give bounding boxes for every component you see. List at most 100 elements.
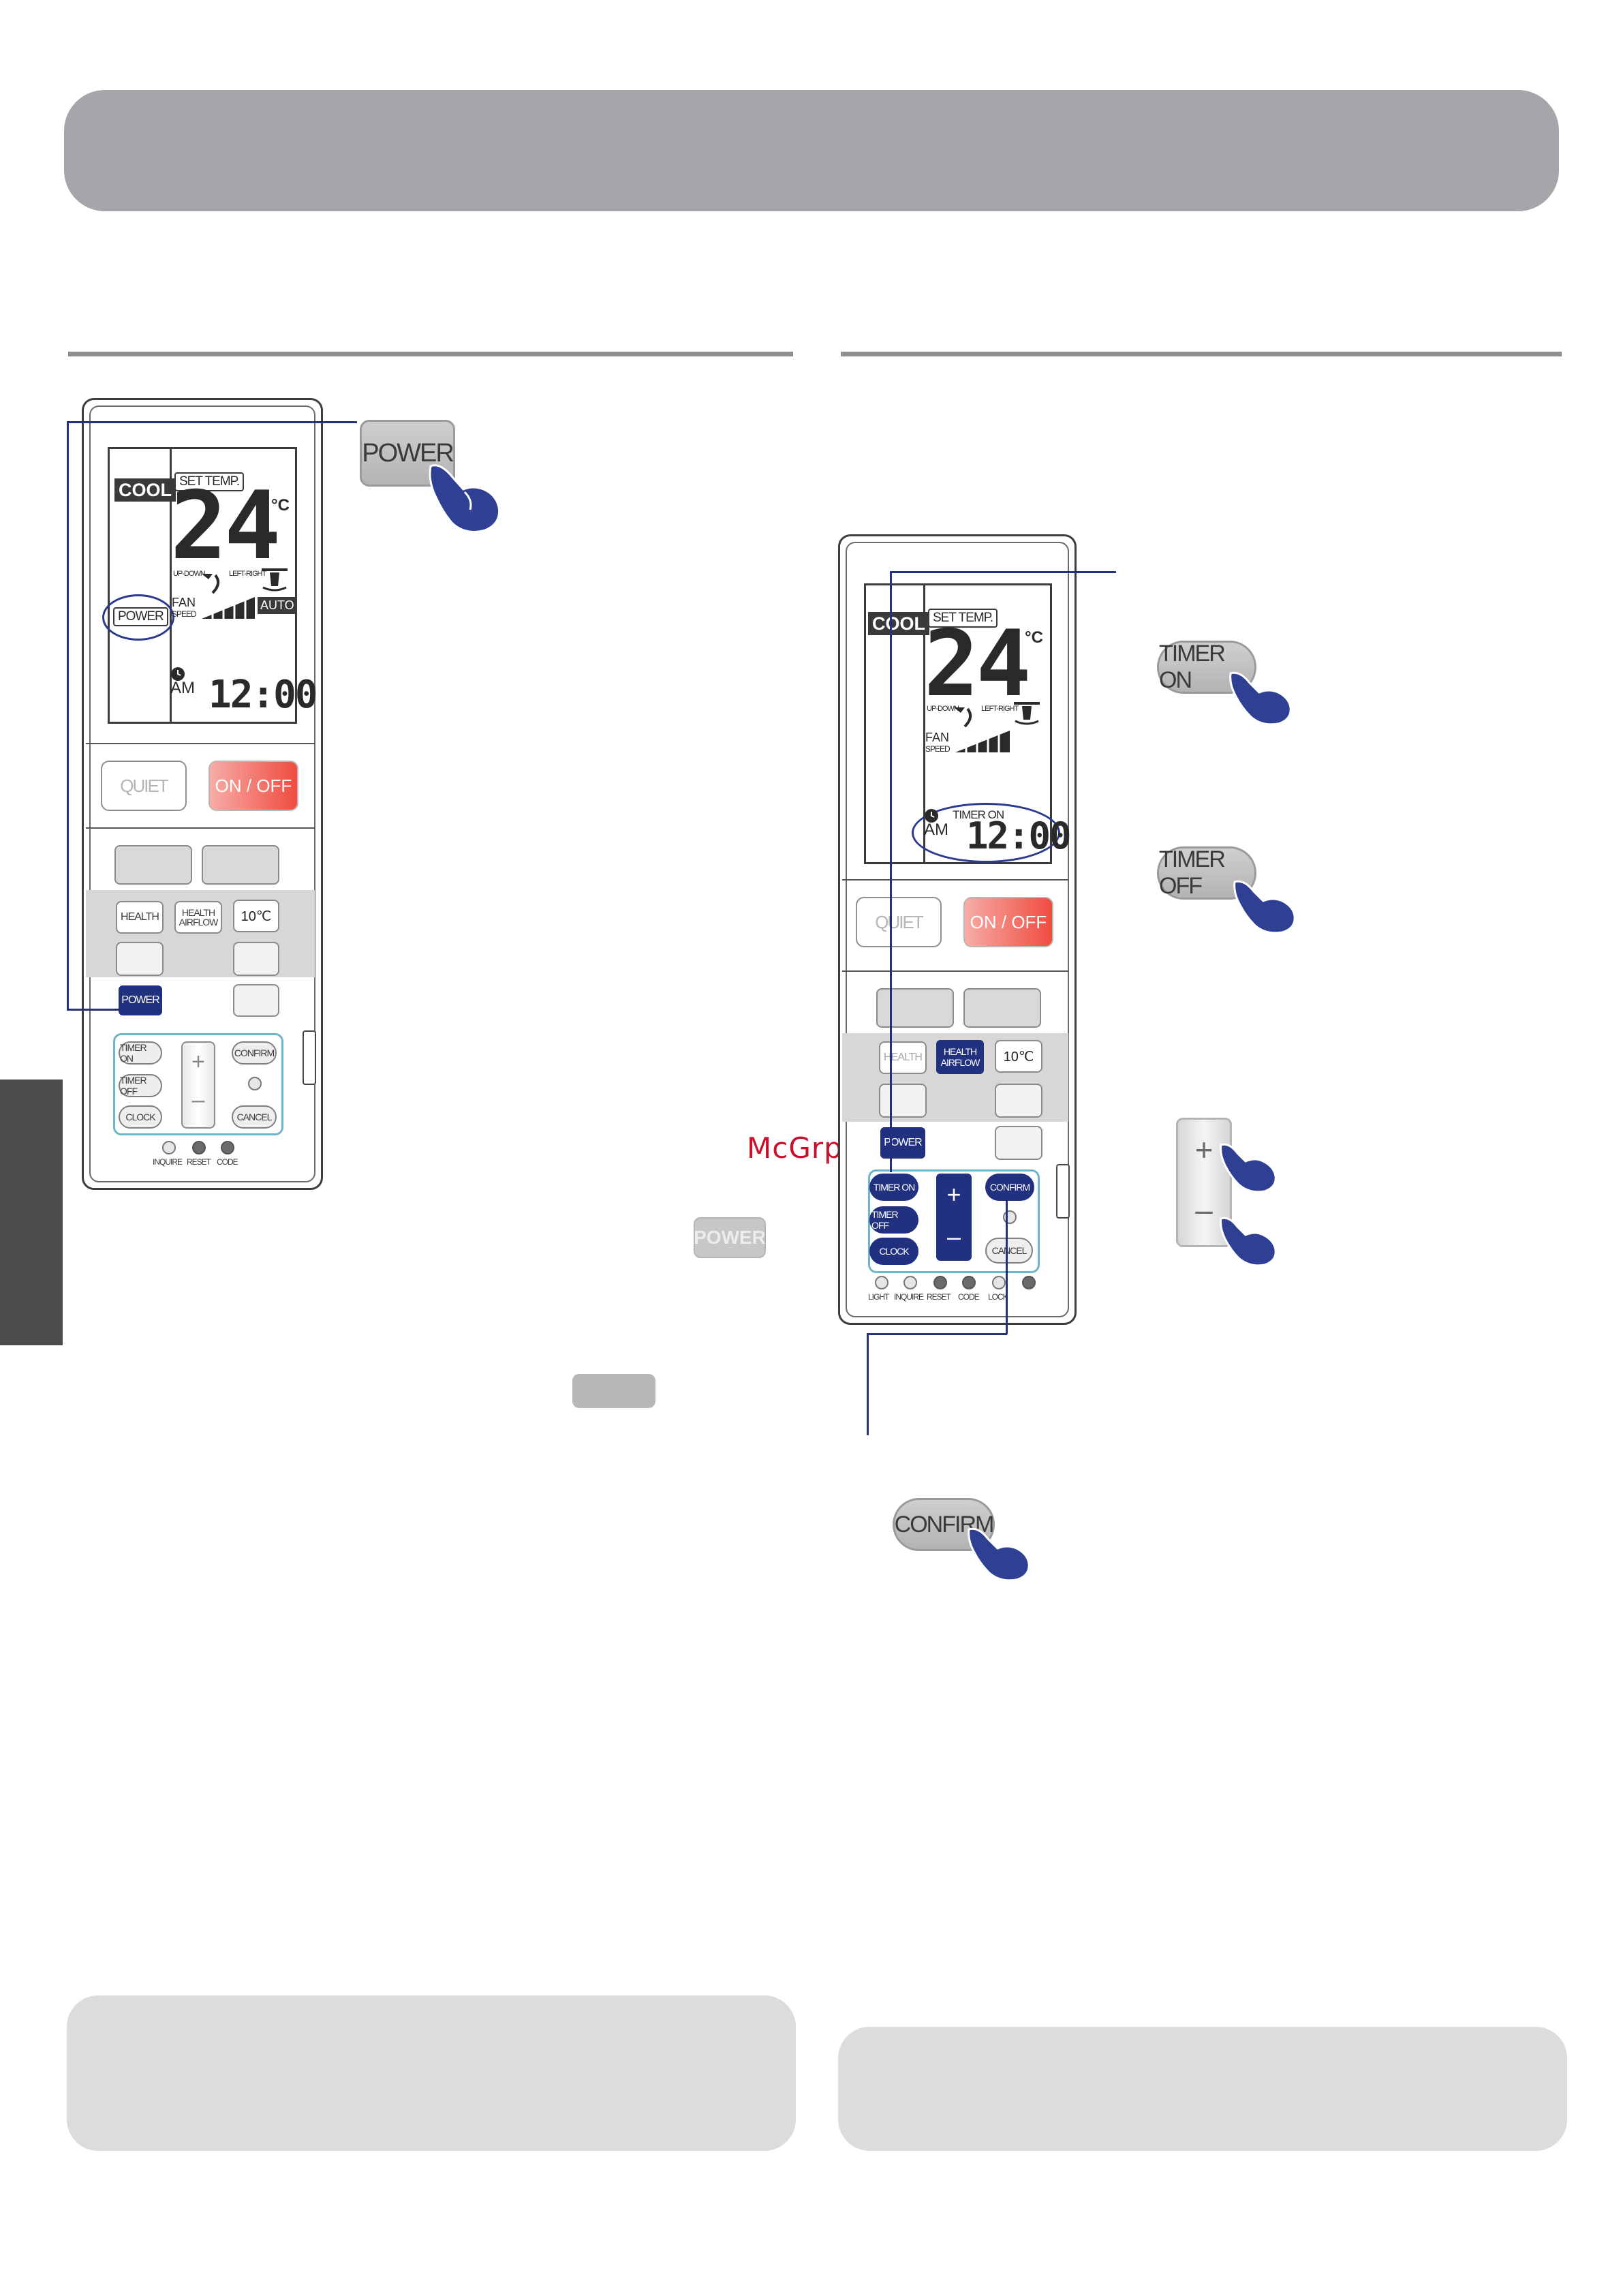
fan-speed-bars-icon [202,597,255,619]
power-inline-button: POWER [694,1217,766,1258]
minus-key[interactable]: – [946,1223,961,1251]
ten-degree-button[interactable]: 10℃ [233,900,279,932]
lcd-mode: COOL [114,478,176,502]
reset-dot[interactable] [192,1141,206,1154]
lcd-divider [170,449,172,722]
reset-dot[interactable] [933,1276,947,1289]
power-button[interactable]: POWER [119,985,162,1015]
quiet-button[interactable]: QUIET [856,897,942,947]
swing-leftright-icon [262,568,288,592]
clock-button[interactable]: CLOCK [119,1105,162,1129]
reset-label: RESET [187,1157,211,1167]
lcd-set-temp-label: SET TEMP. [174,472,245,491]
remote-side-latch [303,1030,316,1085]
swing-updown-icon [202,574,220,594]
speed-label: SPEED [925,744,950,754]
remote-side-latch [1056,1164,1070,1219]
cancel-button[interactable]: CANCEL [985,1238,1033,1264]
code-dot[interactable] [962,1276,976,1289]
timer-panel [113,1033,283,1135]
plus-key[interactable]: + [191,1049,205,1075]
minus-key[interactable]: – [191,1087,205,1113]
blank-key[interactable] [879,1084,927,1118]
quiet-button[interactable]: QUIET [101,761,187,811]
blank-key[interactable] [963,988,1041,1028]
timer-on-button[interactable]: TIMER ON [869,1174,918,1201]
side-chapter-tab [0,1080,63,1345]
right-note-box [838,2027,1567,2151]
timer-off-button[interactable]: TIMER OFF [119,1074,162,1097]
leader-line [67,421,69,1010]
fan-label: FAN [925,731,950,744]
lcd-updown-label: UP-DOWN [927,705,959,713]
lcd-unit: °C [1025,628,1043,647]
pointing-hand-icon [1220,1216,1277,1266]
inquire-dot[interactable] [903,1276,917,1289]
blank-key[interactable] [876,988,954,1028]
inquire-label: INQUIRE [153,1157,183,1167]
indicator-led [248,1077,262,1090]
plus-minus-rocker[interactable]: + – [181,1041,215,1129]
confirm-button[interactable]: CONFIRM [232,1041,277,1065]
leader-line [867,1333,869,1435]
left-note-box [67,1995,796,2151]
plus-minus-rocker[interactable]: + – [936,1174,972,1261]
plus-key[interactable]: + [946,1180,961,1208]
leader-line [867,1333,1007,1335]
blank-key[interactable] [995,1084,1042,1118]
lcd-set-temp-label: SET TEMP. [928,609,998,628]
lcd-updown-label: UP-DOWN [173,570,206,578]
inquire-label: INQUIRE [894,1292,924,1302]
blank-key[interactable] [114,845,192,885]
inline-blank-button [572,1374,655,1408]
health-button[interactable]: HEALTH [879,1041,927,1074]
light-dot[interactable] [875,1276,888,1289]
speed-label: SPEED [172,609,197,619]
health-airflow-button[interactable]: HEALTH AIRFLOW [174,901,222,934]
blank-key[interactable] [202,845,279,885]
onoff-button[interactable]: ON / OFF [208,761,298,811]
health-button[interactable]: HEALTH [116,901,164,934]
lcd-mode: COOL [868,612,929,635]
ten-degree-button[interactable]: 10℃ [995,1040,1042,1073]
inquire-dot[interactable] [162,1141,176,1154]
lcd-leftright-label: LEFT-RIGHT [981,705,1019,713]
extra-dot[interactable] [1022,1276,1036,1289]
cancel-button[interactable]: CANCEL [232,1105,277,1129]
lcd-leftright-label: LEFT-RIGHT [229,570,266,578]
onoff-button[interactable]: ON / OFF [963,897,1053,947]
timer-off-button[interactable]: TIMER OFF [869,1206,918,1234]
lcd-power-highlight [102,594,174,641]
blank-key[interactable] [233,942,279,976]
clock-icon [171,667,185,681]
clock-icon [925,809,938,823]
light-label: LIGHT [868,1292,889,1302]
remote-separator [86,743,315,744]
lcd-am-label: AM [170,679,195,697]
timer-panel [868,1169,1040,1273]
blank-key[interactable] [116,942,164,976]
lcd-unit: °C [271,496,290,515]
swing-updown-icon [954,707,972,728]
fan-speed-bars-icon [955,731,1010,752]
lock-dot[interactable] [992,1276,1006,1289]
clock-button[interactable]: CLOCK [869,1238,918,1265]
blank-key[interactable] [233,984,279,1017]
blank-key[interactable] [995,1126,1042,1160]
pointing-hand-icon [968,1527,1030,1581]
fan-label: FAN [172,596,196,609]
timer-on-button[interactable]: TIMER ON [119,1041,162,1065]
lcd-am-label: AM [924,821,948,839]
left-remote-bezel [89,405,315,1182]
code-dot[interactable] [221,1141,234,1154]
lcd-temperature: 24 [170,471,281,581]
lcd-clock: 12:00 [208,673,318,717]
remote-separator [86,827,315,829]
lcd-timer-on-label: TIMER ON [953,808,1004,821]
power-button[interactable]: POWER [880,1127,925,1159]
confirm-button[interactable]: CONFIRM [985,1174,1034,1201]
health-airflow-button[interactable]: HEALTH AIRFLOW [936,1040,984,1074]
remote-separator [842,970,1068,972]
